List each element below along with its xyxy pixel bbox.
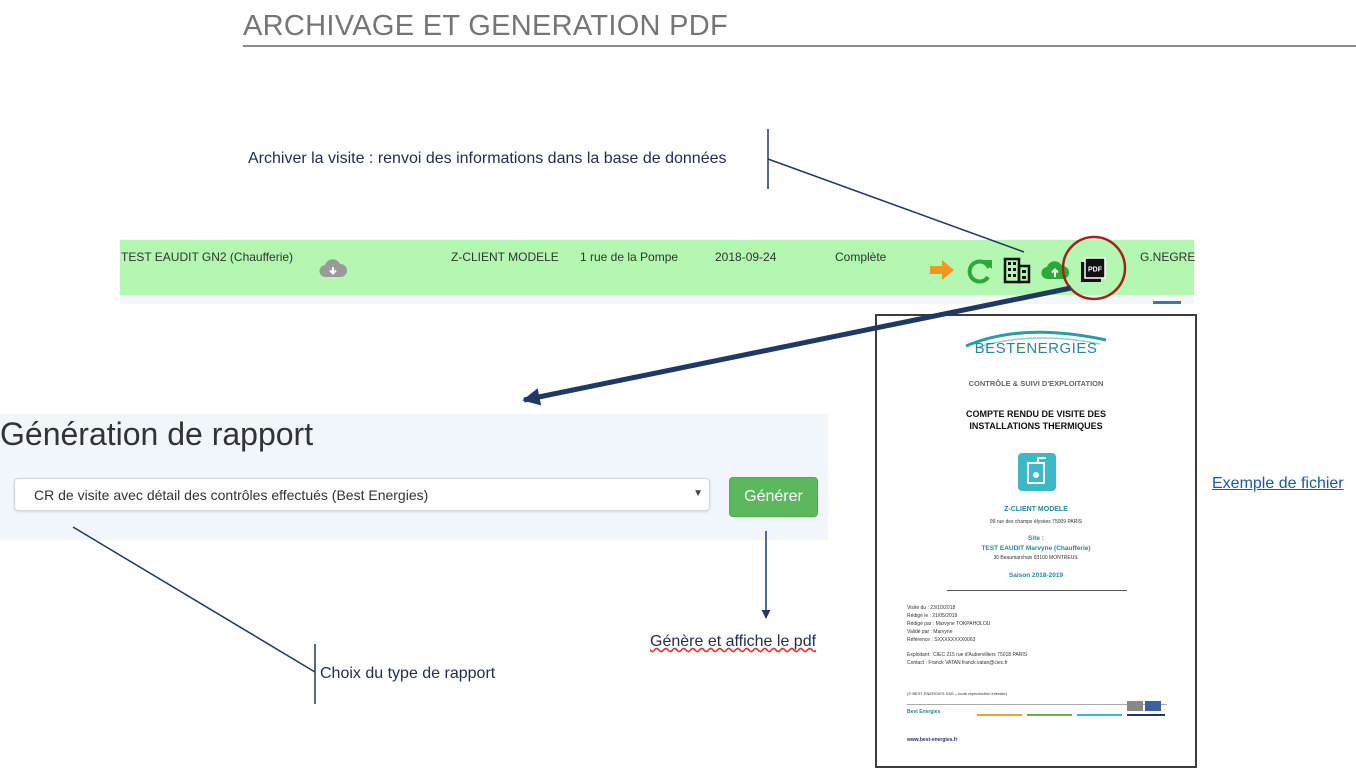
example-file-link[interactable]: Exemple de fichier bbox=[1212, 475, 1344, 492]
pdf-heading-line1: COMPTE RENDU DE VISITE DES bbox=[965, 409, 1107, 419]
pdf-footer-bar bbox=[1027, 714, 1072, 716]
pdf-detail-line: Rédigé par : Marvyne TOKPAHOLOU bbox=[907, 621, 991, 627]
pdf-footer-website: www.best-energies.fr bbox=[907, 737, 958, 743]
pdf-season: Saison 2018-2019 bbox=[1008, 572, 1064, 579]
page-title: ARCHIVAGE ET GENERATION PDF bbox=[243, 10, 729, 42]
pdf-preview: BESTENERGIES CONTRÔLE & SUIVI D'EXPLOITA… bbox=[875, 314, 1197, 768]
pdf-subtitle: CONTRÔLE & SUIVI D'EXPLOITATION bbox=[968, 379, 1104, 388]
pdf-client-address: 99 rue des champs élysées 75009 PARIS bbox=[989, 519, 1083, 525]
pdf-detail-line: Validé par : Marvyne bbox=[907, 629, 953, 635]
chevron-down-icon: ▼ bbox=[693, 488, 703, 499]
visit-address: 1 rue de la Pompe bbox=[580, 250, 679, 264]
callout-archive: Archiver la visite : renvoi des informat… bbox=[248, 150, 727, 167]
pdf-site-address: 36 Beaumarchais 93100 MONTREUIL bbox=[993, 555, 1079, 561]
pdf-copyright: (© BEST ENERGIES SAS – toute reproductio… bbox=[907, 691, 1008, 696]
brand-swoosh-icon bbox=[965, 330, 1107, 349]
row-footer-strip bbox=[120, 295, 1194, 304]
generate-button[interactable]: Générer bbox=[729, 477, 818, 517]
report-panel-title: Génération de rapport bbox=[0, 416, 314, 452]
pdf-footer-divider bbox=[907, 704, 1167, 705]
highlight-circle bbox=[1061, 235, 1127, 301]
callout-pointer-line bbox=[767, 158, 1025, 253]
pdf-heading-line2: INSTALLATIONS THERMIQUES bbox=[969, 421, 1103, 431]
scroll-indicator bbox=[1153, 301, 1181, 304]
visit-status: Complète bbox=[835, 250, 887, 264]
report-type-value: CR de visite avec détail des contrôles e… bbox=[34, 487, 429, 503]
pdf-footer-bar bbox=[1127, 714, 1165, 716]
pdf-detail-line: Référence : SXXXXXXXX0063 bbox=[907, 637, 976, 643]
visit-date: 2018-09-24 bbox=[715, 250, 777, 264]
svg-text:PDF: PDF bbox=[1088, 267, 1103, 274]
visit-client: Z-CLIENT MODELE bbox=[451, 250, 559, 264]
pdf-site-name: TEST EAUDIT Marvyne (Chaufferie) bbox=[981, 545, 1091, 552]
pdf-divider bbox=[947, 590, 1127, 591]
navigation-arrow bbox=[522, 285, 1072, 406]
boiler-icon bbox=[1018, 453, 1056, 491]
cloud-upload-icon[interactable] bbox=[1040, 258, 1070, 282]
certification-logo bbox=[1145, 701, 1161, 711]
pdf-operator: Exploitant : CIEC 215 rue d'Aubervillier… bbox=[907, 652, 1028, 658]
pdf-icon[interactable]: PDF bbox=[1079, 256, 1107, 284]
report-type-select[interactable]: CR de visite avec détail des contrôles e… bbox=[14, 478, 710, 511]
building-icon[interactable] bbox=[1003, 256, 1031, 284]
pdf-footer-bar bbox=[977, 714, 1022, 716]
pdf-contact: Contact : Franck VATAN franck.vatan@ciec… bbox=[907, 660, 1008, 666]
pdf-footer-bar bbox=[1077, 714, 1122, 716]
visit-user: G.NEGRE bbox=[1140, 250, 1196, 264]
report-panel bbox=[0, 414, 828, 540]
pdf-footer-company: Best Energies bbox=[907, 709, 941, 715]
certification-logo bbox=[1127, 701, 1143, 711]
callout-pointer-line bbox=[72, 526, 316, 673]
pdf-client: Z-CLIENT MODELE bbox=[1004, 506, 1068, 513]
callout-generate: Génère et affiche le pdf bbox=[650, 633, 817, 650]
title-divider bbox=[243, 45, 1356, 47]
refresh-icon[interactable] bbox=[965, 256, 995, 286]
pdf-detail-line: Rédigé le : 21/05/2019 bbox=[907, 613, 958, 619]
pdf-brand: BESTENERGIES bbox=[974, 340, 1098, 357]
callout-choose-type: Choix du type de rapport bbox=[320, 665, 496, 682]
visit-name: TEST EAUDIT GN2 (Chaufferie) bbox=[121, 250, 294, 264]
pdf-site-label: Site : bbox=[1028, 535, 1044, 542]
cloud-download-icon[interactable] bbox=[318, 258, 348, 280]
arrow-right-icon[interactable] bbox=[928, 258, 956, 282]
pdf-detail-line: Visite du : 23/10/2018 bbox=[907, 605, 956, 611]
